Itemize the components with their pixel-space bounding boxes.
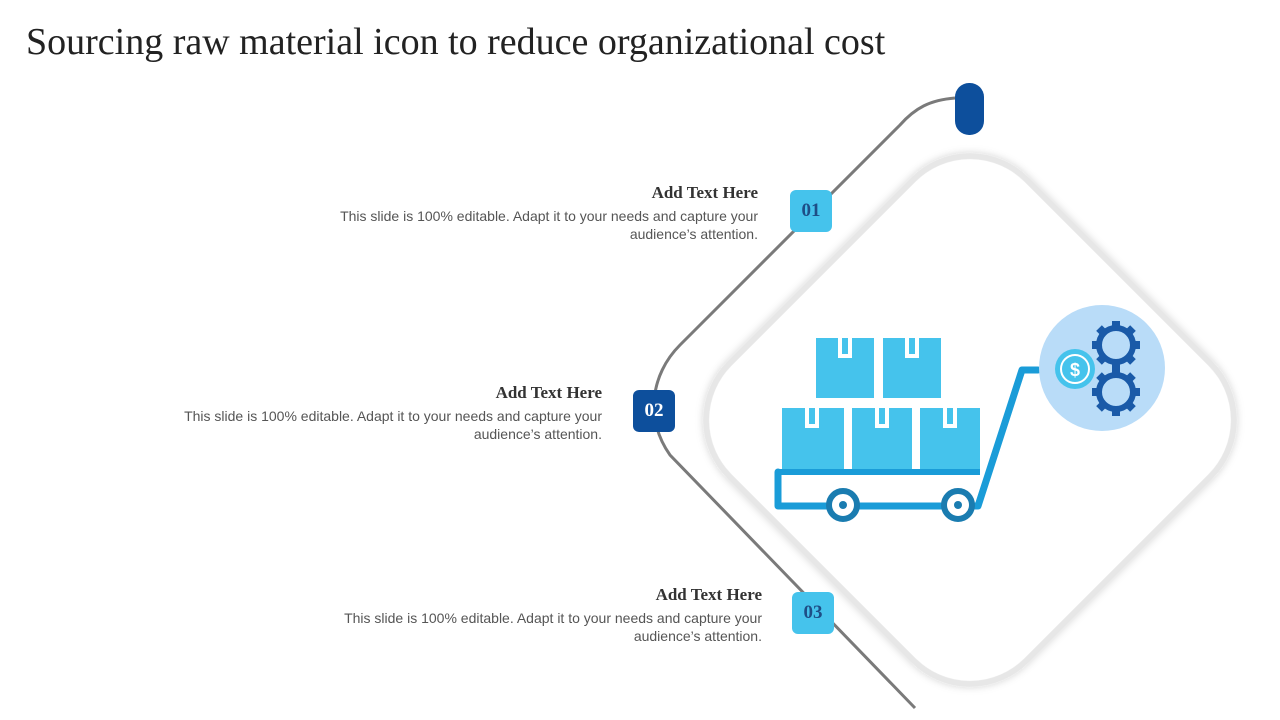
step-number: 03 (803, 602, 823, 623)
step-heading: Add Text Here (495, 383, 602, 402)
step-text-03: Add Text Here This slide is 100% editabl… (302, 585, 762, 645)
step-badge-03: 03 (792, 592, 834, 634)
cart-with-boxes-icon (774, 338, 1042, 522)
dollar-gears-icon: $ (1039, 305, 1165, 431)
step-heading: Add Text Here (651, 183, 758, 202)
step-text-01: Add Text Here This slide is 100% editabl… (298, 183, 758, 243)
step-badge-01: 01 (790, 190, 832, 232)
top-tab (955, 83, 984, 135)
step-body: This slide is 100% editable. Adapt it to… (184, 408, 602, 442)
step-heading: Add Text Here (655, 585, 762, 604)
step-body: This slide is 100% editable. Adapt it to… (340, 208, 758, 242)
svg-text:$: $ (1070, 360, 1080, 380)
step-body: This slide is 100% editable. Adapt it to… (344, 610, 762, 644)
step-badge-02: 02 (633, 390, 675, 432)
step-number: 02 (644, 400, 664, 421)
timeline-path (652, 96, 956, 710)
slide-title: Sourcing raw material icon to reduce org… (26, 21, 886, 63)
step-text-02: Add Text Here This slide is 100% editabl… (142, 383, 602, 443)
step-number: 01 (801, 200, 821, 221)
